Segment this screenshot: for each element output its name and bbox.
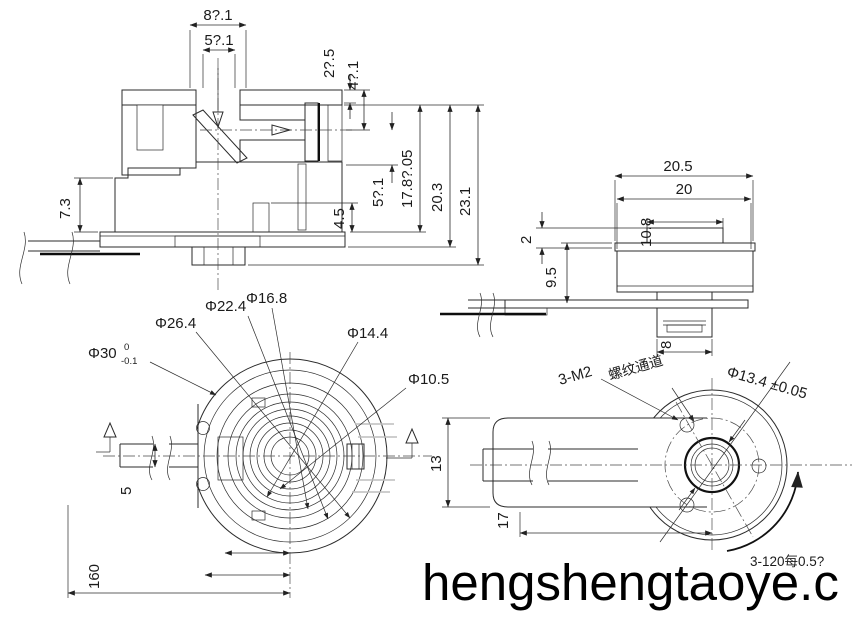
tab-hole	[196, 477, 210, 491]
section-left-notch	[136, 104, 164, 151]
watermark-text: hengshengtaoye.c	[422, 554, 839, 611]
break-line	[546, 440, 551, 486]
dim-beam-axis-height: 17.8?.05	[399, 150, 416, 208]
dim-beam-axis-depth: 4?.1	[345, 61, 362, 90]
window-element	[304, 102, 319, 162]
dim-bracket-width: 13	[428, 455, 445, 472]
dim-body-width: 20	[676, 181, 693, 198]
section-lower-right	[239, 139, 306, 163]
dim-body-height: 9.5	[543, 267, 560, 288]
body-notch	[252, 202, 270, 233]
label-hole-spacing: 3-120每0.5?	[750, 554, 824, 569]
section-body	[114, 161, 343, 233]
mirror-45deg	[192, 109, 248, 164]
section-arrow-left	[103, 421, 117, 438]
dim-notch-depth: 4.5	[331, 208, 348, 229]
right-wall	[327, 104, 343, 162]
body-slot	[297, 163, 307, 231]
dim-outer-port-width: 8?.1	[203, 7, 232, 24]
mounting-arm	[492, 417, 707, 508]
break-line	[67, 231, 74, 285]
section-cap-right	[239, 89, 343, 106]
angle-arc	[726, 471, 803, 552]
dim-center-offset: 17	[495, 512, 512, 529]
side-view: 20.5 20 10.8 2 9.5 8	[440, 158, 756, 356]
label-thread-holes: 3-M2	[556, 363, 594, 389]
beam-down-arrow	[212, 111, 224, 129]
tab-hole	[196, 421, 210, 435]
connector	[346, 443, 365, 470]
dim-stem-width: 8	[658, 341, 675, 349]
flange-plate	[99, 231, 346, 248]
side-top-boss	[646, 227, 724, 244]
m2-hole	[679, 417, 695, 433]
break-line	[167, 435, 172, 481]
label-dia-10-5: Φ10.5	[408, 371, 449, 388]
break-line	[477, 292, 482, 338]
front-section-view: 8?.1 5?.1 2?.5 4?.1 5?.1 17.8?.05 20.3 2…	[19, 7, 484, 292]
dim-cap-height: 2	[518, 236, 535, 244]
side-flange	[504, 299, 749, 309]
side-bottom-block	[656, 307, 713, 338]
label-dia-30-tol-lower: -0.1	[121, 356, 137, 367]
section-upper-right	[239, 104, 306, 121]
label-dia-26-4: Φ26.4	[155, 315, 196, 332]
beam-right-arrow	[271, 124, 292, 136]
dim-cap-thickness: 2?.5	[321, 49, 338, 78]
dim-body-height: 20.3	[429, 183, 446, 212]
bottom-view: 3-M2 螺纹通道 Φ13.4 ±0.05 3-120每0.5? 13 17	[428, 352, 852, 569]
dim-overall-width: 20.5	[663, 158, 692, 175]
dim-boss-width: 10.8	[638, 218, 655, 247]
break-line	[529, 440, 534, 486]
break-line	[19, 231, 26, 285]
label-dia-14-4: Φ14.4	[347, 325, 388, 342]
dim-cable-width: 5	[118, 487, 135, 495]
label-dia-16-8: Φ16.8	[246, 290, 287, 307]
label-dia-30: Φ30	[88, 345, 117, 362]
dim-total-height: 23.1	[457, 187, 474, 216]
m2-hole	[751, 458, 767, 474]
section-arrow-right	[405, 427, 419, 444]
top-view: 5 160 Φ30 0 -0.1 Φ26.4 Φ22.4 Φ16.8 Φ14.4…	[67, 290, 449, 598]
inner-slot	[217, 436, 244, 481]
label-dia-30-tol-upper: 0	[124, 342, 129, 353]
break-line	[149, 435, 154, 481]
label-dia-22-4: Φ22.4	[205, 298, 246, 315]
dim-cable-length: 160	[86, 564, 103, 589]
m2-hole	[679, 497, 695, 513]
side-cap	[614, 242, 756, 252]
label-dia-13-4: Φ13.4 ±0.05	[725, 364, 809, 403]
dim-beam-to-step: 5?.1	[370, 178, 387, 207]
bottom-stem	[191, 246, 246, 266]
label-thread-channel: 螺纹通道	[606, 352, 664, 383]
dim-left-step-height: 7.3	[57, 198, 74, 219]
dim-inner-port-width: 5?.1	[204, 32, 233, 49]
diagonal-centerline	[675, 401, 754, 538]
section-cap-left	[121, 89, 197, 106]
break-line	[490, 292, 495, 338]
